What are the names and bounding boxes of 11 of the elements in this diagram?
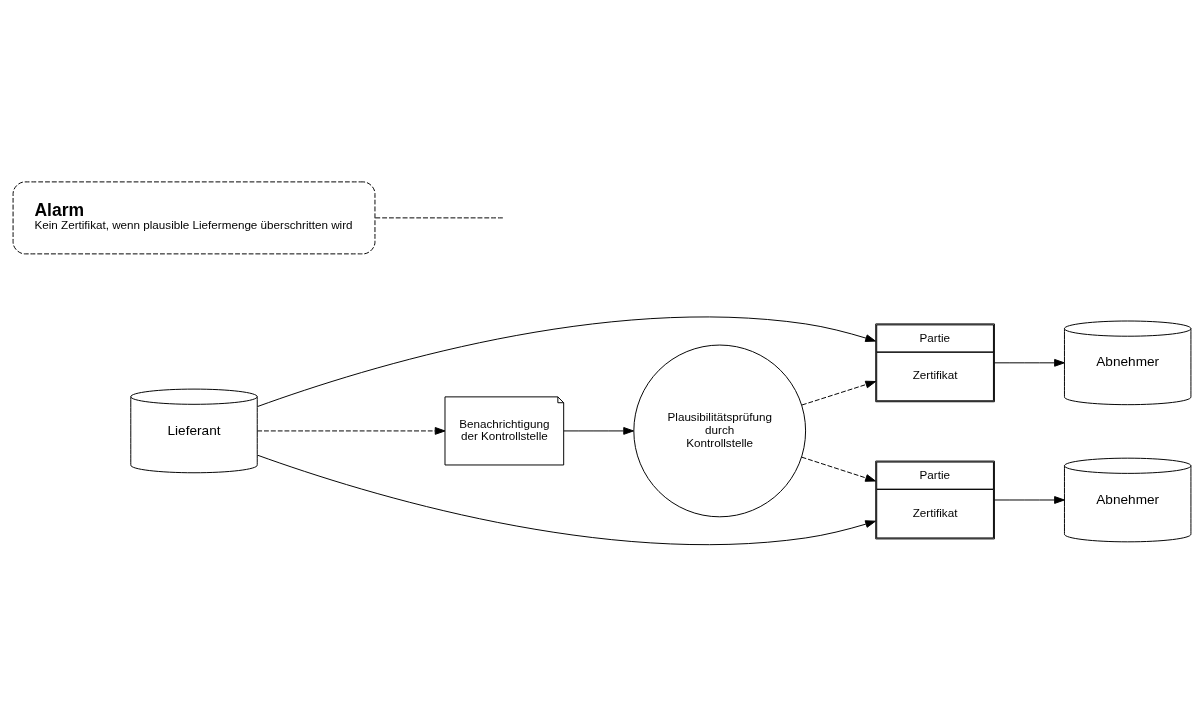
arrow (257, 315, 876, 407)
arrow (257, 454, 876, 545)
arrow (801, 456, 876, 482)
arrow (801, 380, 877, 405)
connector (374, 216, 504, 218)
node-circle: Plausibilitätsprüfung durch Kontrollstelle (633, 344, 807, 517)
node-box: Alarm Kein Zertifikat, wenn plausible Liefermenge überschritten wird (12, 180, 376, 254)
arrow (994, 495, 1065, 504)
arrow (563, 426, 634, 435)
arrow (994, 358, 1065, 367)
arrow (256, 426, 446, 435)
